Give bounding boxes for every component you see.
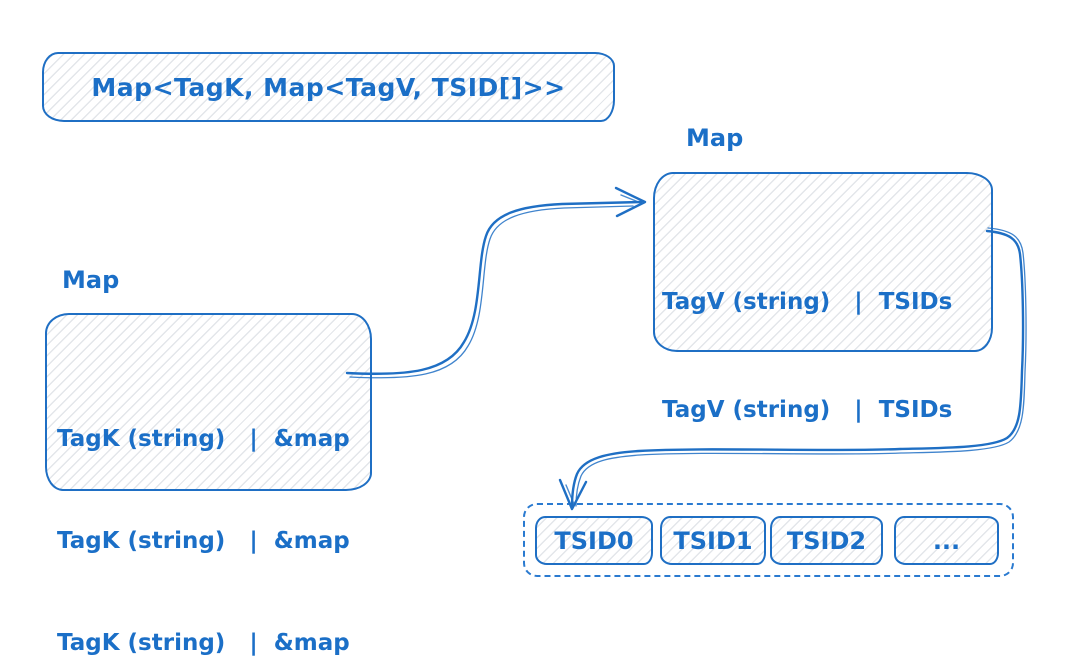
arrow-head-icon (614, 186, 647, 218)
arrow-line (345, 200, 643, 376)
arrow-outer-map-to-inner-map (345, 186, 647, 379)
arrow-head-sketch (565, 484, 575, 505)
tsid-cell: TSID2 (770, 516, 883, 565)
tsid-cell: TSID1 (660, 516, 766, 565)
arrow-head-sketch (620, 194, 642, 204)
arrow-line-sketch (349, 205, 634, 379)
inner-map-row: TagV (string) | TSIDs (662, 289, 953, 315)
outer-map-rows: TagK (string) | &map TagK (string) | &ma… (57, 354, 350, 660)
outer-map-row: TagK (string) | &map (57, 426, 350, 452)
outer-map-box (45, 313, 372, 491)
outer-map-row: TagK (string) | &map (57, 528, 350, 554)
outer-map-label: Map (62, 266, 120, 294)
tsid-cell: TSID0 (535, 516, 653, 565)
inner-map-row: TagV (string) | TSIDs (662, 397, 953, 423)
type-signature-label: Map<TagK, Map<TagV, TSID[]>> (91, 72, 566, 102)
type-signature-box: Map<TagK, Map<TagV, TSID[]>> (42, 52, 615, 122)
outer-map-row: TagK (string) | &map (57, 630, 350, 656)
tsid-cell: ... (894, 516, 999, 565)
inner-map-label: Map (686, 124, 744, 152)
